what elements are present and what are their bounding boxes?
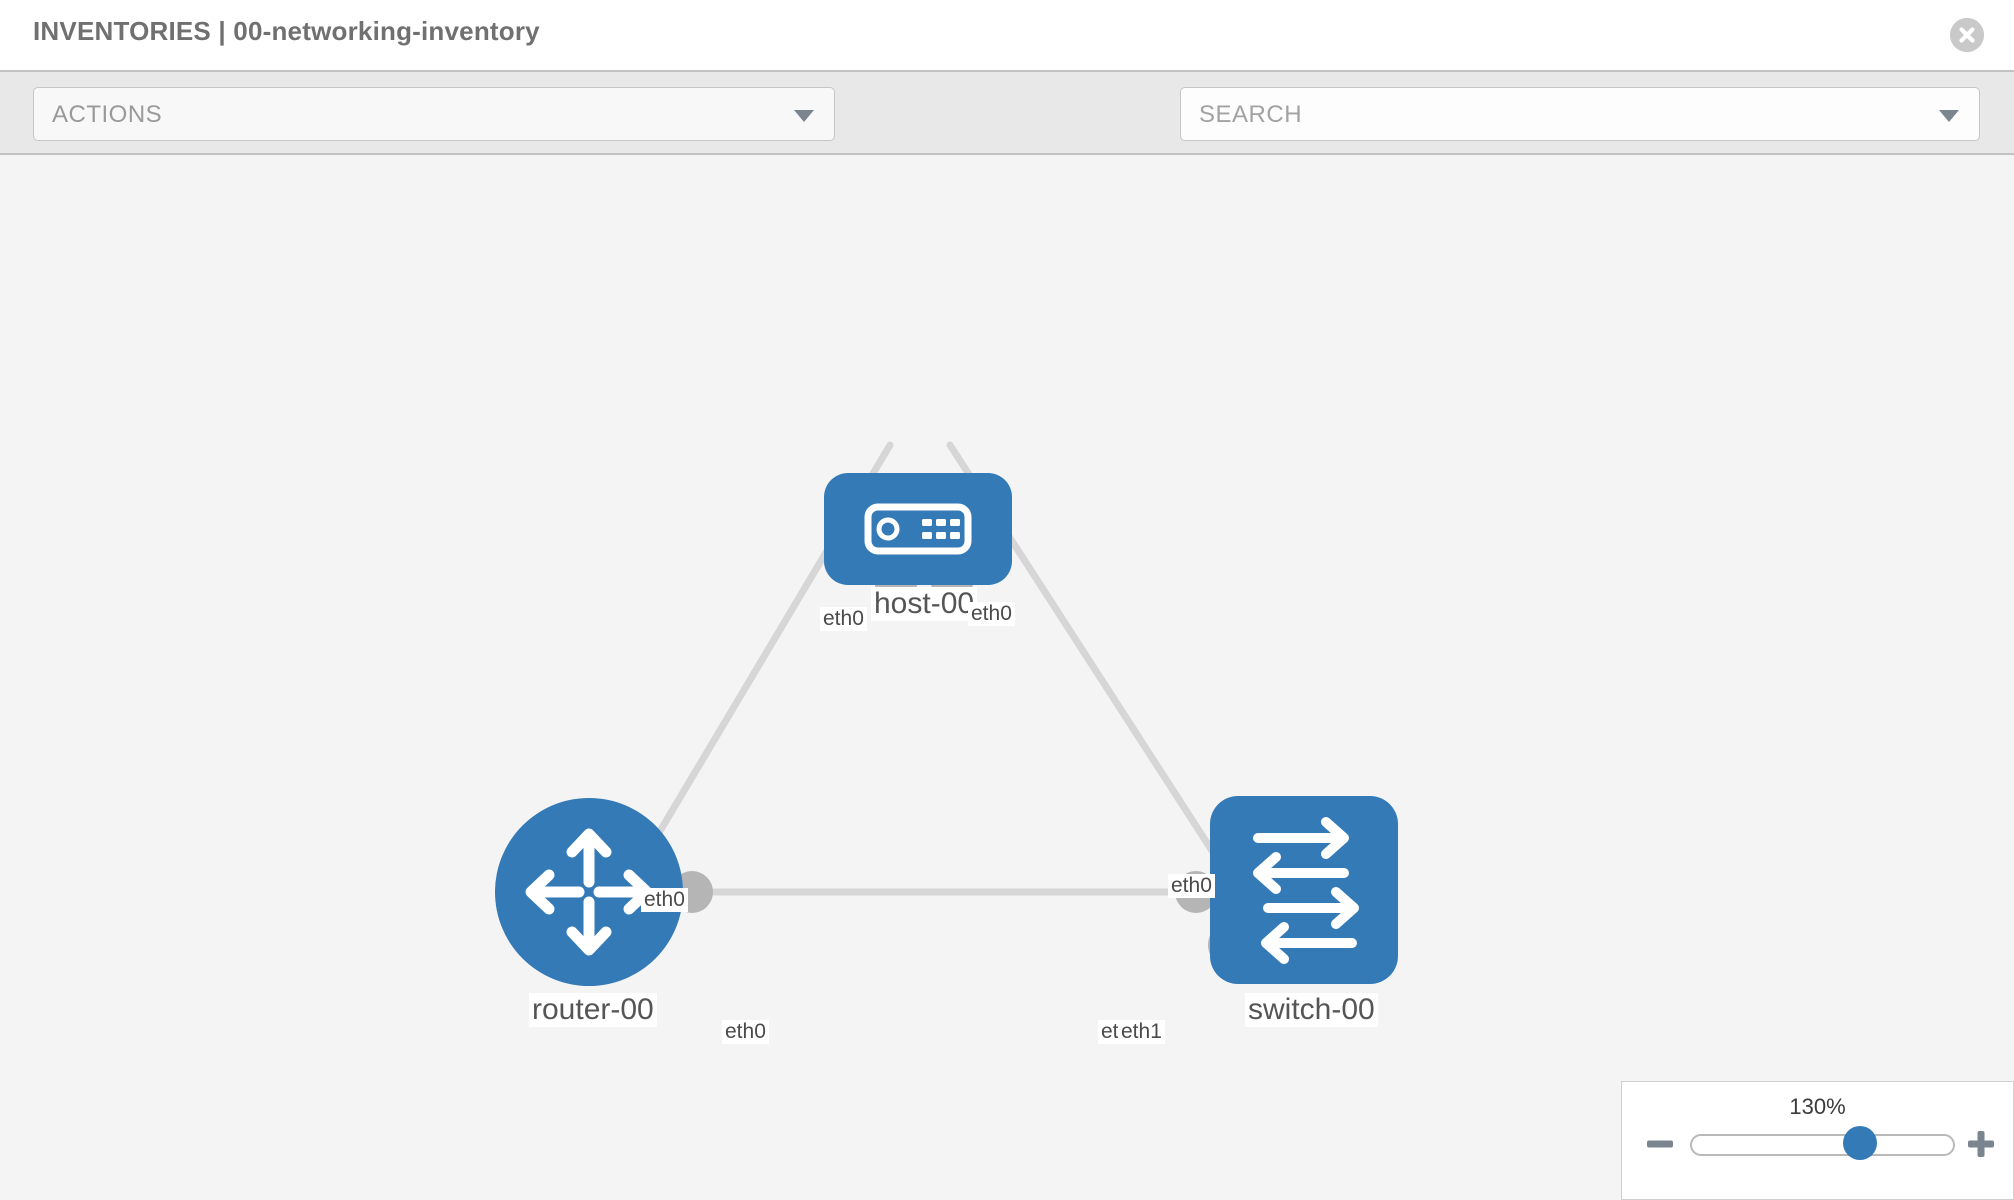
interface-label: eth0 bbox=[820, 607, 867, 632]
zoom-percent-label: 130% bbox=[1789, 1094, 1846, 1119]
node-label-switch-00: switch-00 bbox=[1245, 993, 1378, 1027]
page-header: INVENTORIES | 00-networking-inventory bbox=[0, 0, 2014, 70]
actions-dropdown[interactable]: ACTIONS bbox=[33, 87, 835, 141]
node-switch-00[interactable] bbox=[1210, 796, 1398, 984]
topology-canvas[interactable]: host-00 router-00 switch-00 eth0 eth0 et… bbox=[0, 155, 2014, 1200]
switch-arrows-icon bbox=[1253, 817, 1359, 964]
node-label-host-00: host-00 bbox=[871, 587, 978, 621]
zoom-slider-thumb[interactable] bbox=[1843, 1126, 1877, 1160]
node-host-00[interactable] bbox=[824, 473, 1012, 585]
page-title: INVENTORIES | 00-networking-inventory bbox=[33, 16, 540, 46]
topology-connectors bbox=[671, 562, 1256, 969]
search-placeholder: SEARCH bbox=[1199, 101, 1303, 128]
zoom-slider[interactable] bbox=[1690, 1134, 1955, 1156]
interface-label: eth1 bbox=[1118, 1020, 1165, 1045]
node-router-00[interactable] bbox=[495, 798, 683, 986]
search-input[interactable]: SEARCH bbox=[1180, 87, 1980, 141]
chevron-down-icon bbox=[794, 110, 814, 122]
actions-dropdown-label: ACTIONS bbox=[52, 101, 163, 128]
plus-icon[interactable] bbox=[1965, 1128, 1997, 1160]
chevron-down-icon bbox=[1939, 110, 1959, 122]
toolbar: ACTIONS SEARCH bbox=[0, 70, 2014, 198]
router-arrows-icon bbox=[525, 828, 653, 956]
server-icon bbox=[864, 503, 972, 555]
topology-graph bbox=[495, 441, 1398, 986]
interface-label: eth0 bbox=[641, 888, 688, 913]
minus-icon[interactable] bbox=[1644, 1128, 1676, 1160]
interface-label: eth0 bbox=[722, 1020, 769, 1045]
interface-label: eth0 bbox=[968, 602, 1015, 627]
zoom-control: 130% bbox=[1621, 1081, 2014, 1200]
node-label-router-00: router-00 bbox=[529, 993, 657, 1027]
close-icon[interactable] bbox=[1950, 18, 1984, 52]
server-icon-details bbox=[876, 517, 960, 541]
interface-label: eth0 bbox=[1168, 874, 1215, 899]
